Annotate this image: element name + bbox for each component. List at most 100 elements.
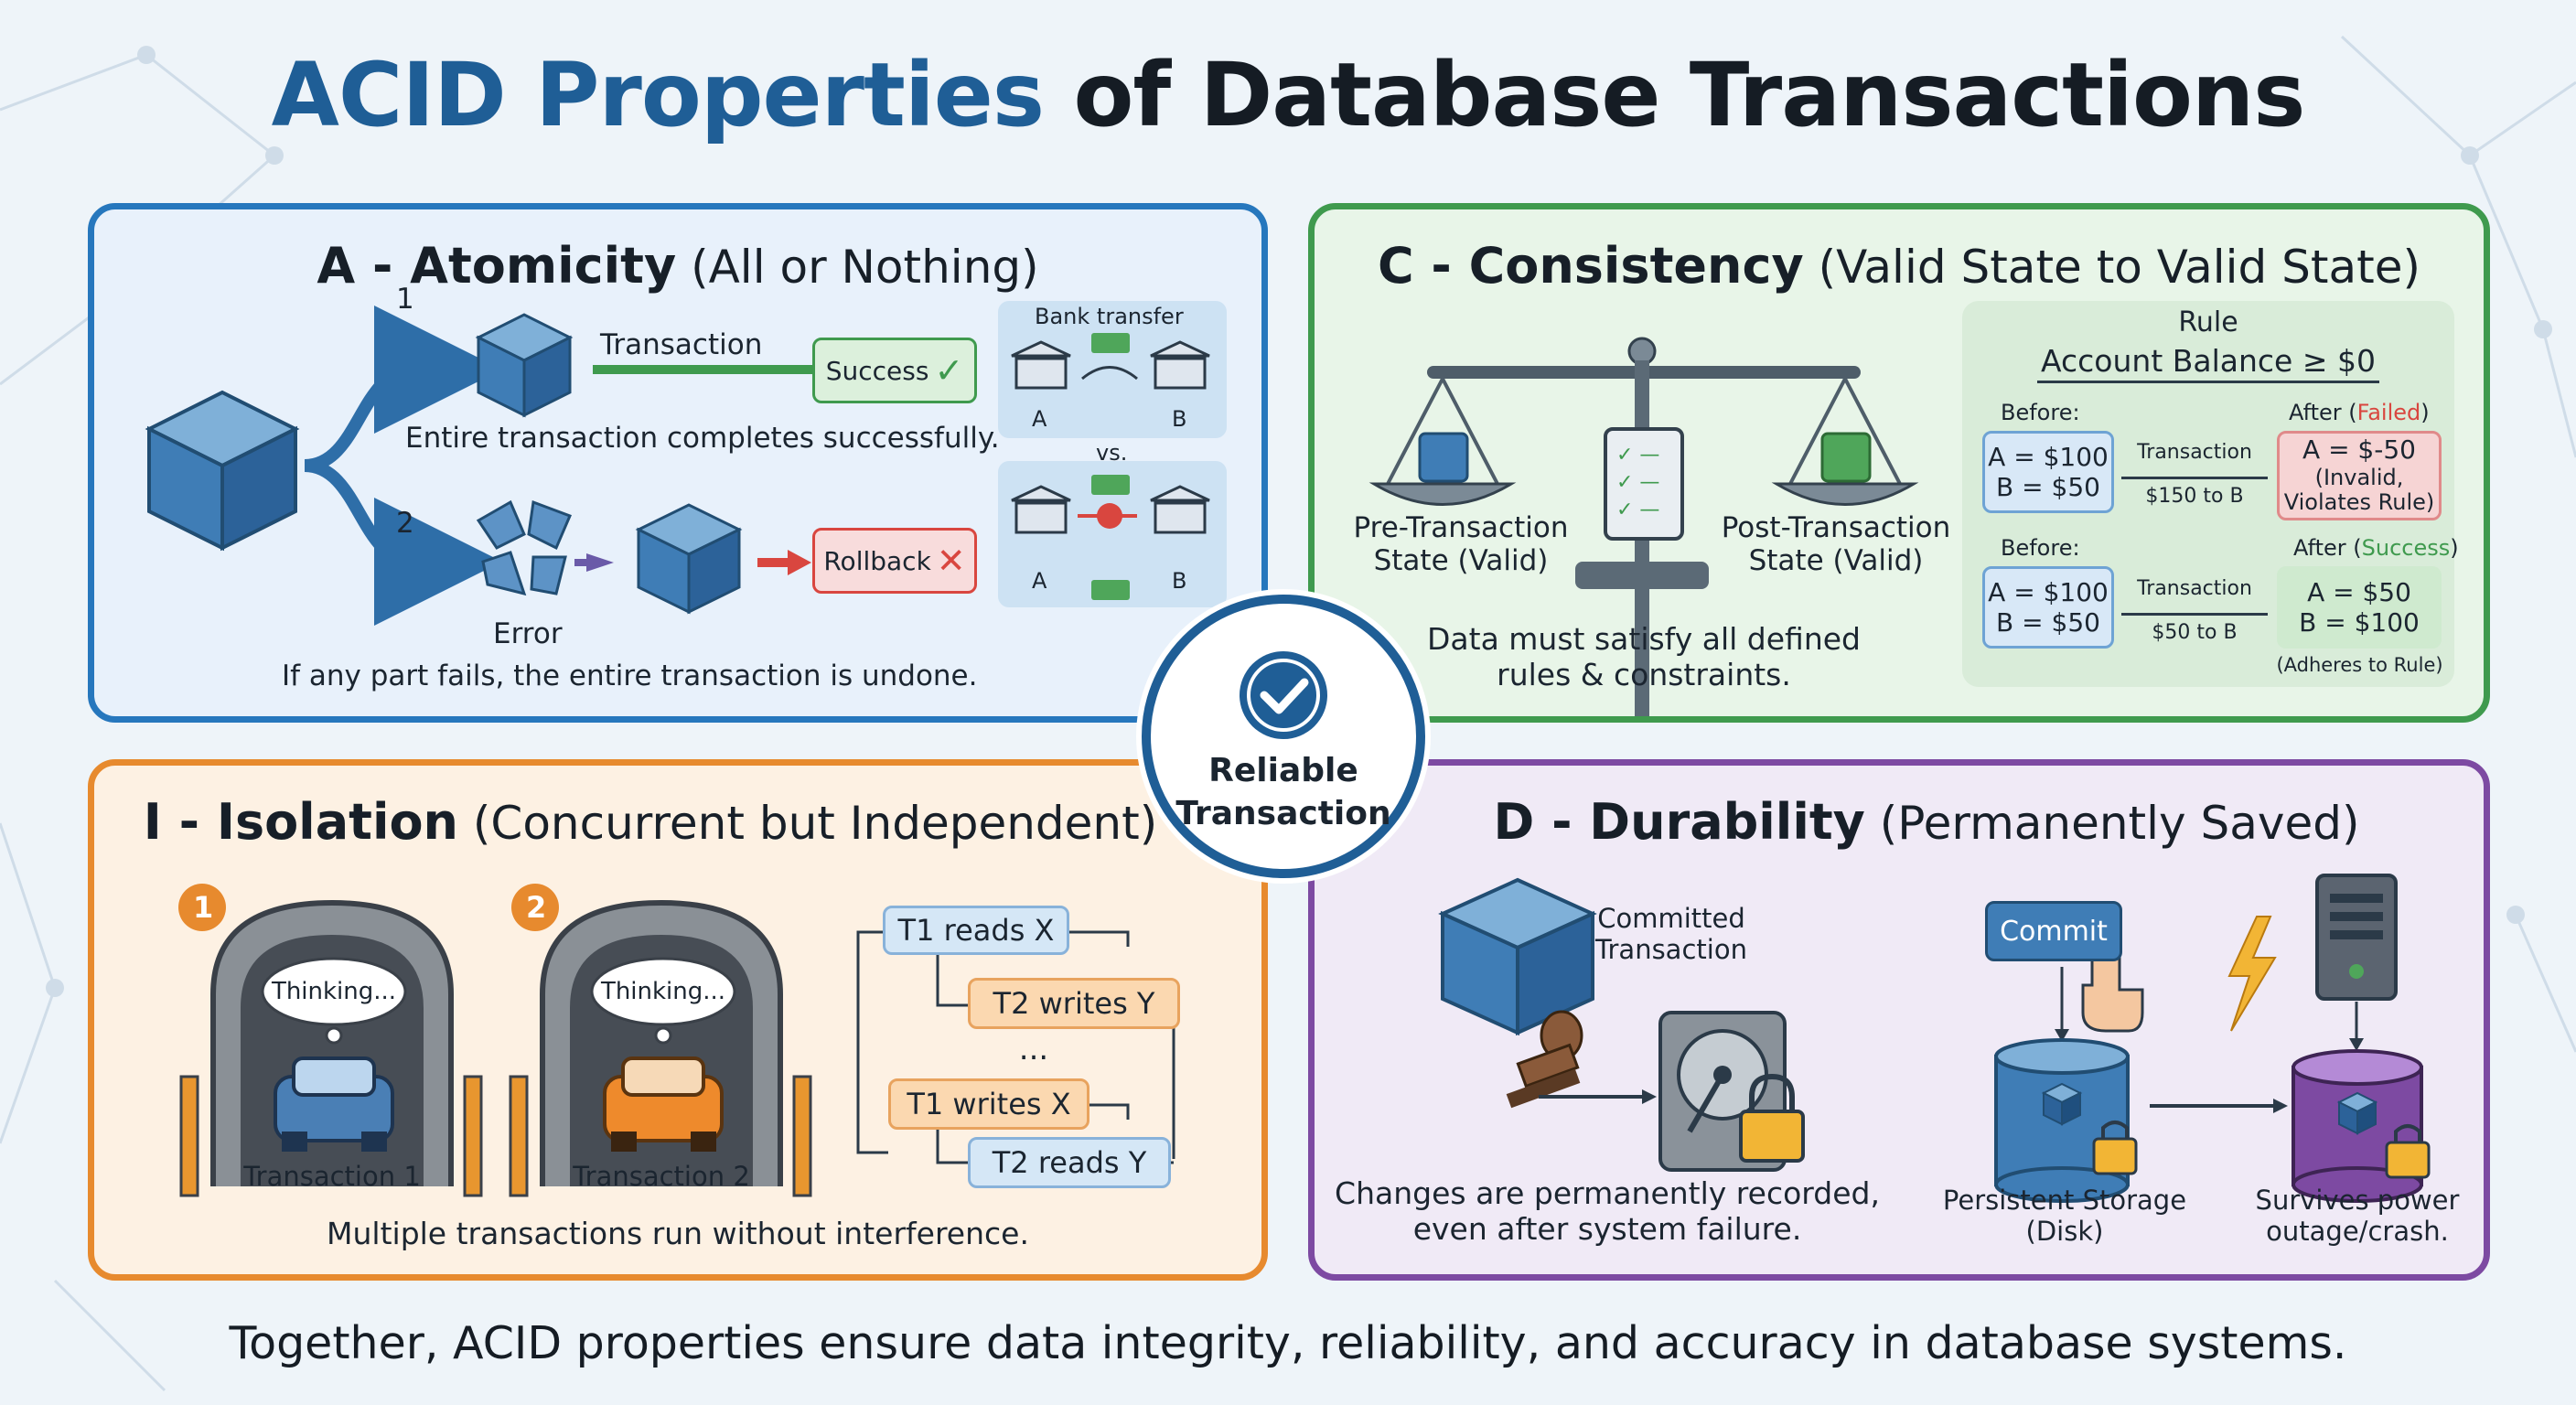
title-highlight: ACID Properties xyxy=(271,44,1045,146)
transaction-1-caption: Transaction 1 xyxy=(243,1161,421,1192)
bank-transfer-card xyxy=(998,301,1227,438)
title-rest: of Database Transactions xyxy=(1073,44,2305,146)
atomicity-heading-sub: (All or Nothing) xyxy=(691,241,1039,294)
consistency-caption-line2: rules & constraints. xyxy=(1497,657,1791,692)
step-2-label: 2 xyxy=(396,507,414,540)
isolation-panel: I - Isolation (Concurrent but Independen… xyxy=(88,759,1268,1281)
thinking-2: Thinking... xyxy=(600,978,726,1005)
svg-text:✓ —: ✓ — xyxy=(1616,499,1659,521)
svg-text:✓ —: ✓ — xyxy=(1616,444,1659,467)
step-t1-reads-x: T1 reads X xyxy=(883,906,1069,955)
before-balance-2: A = $100 B = $50 xyxy=(1982,566,2114,649)
atomicity-heading: A - Atomicity (All or Nothing) xyxy=(94,237,1261,295)
atomicity-heading-main: A - Atomicity xyxy=(317,237,677,295)
step-t2-writes-y: T2 writes Y xyxy=(968,978,1180,1029)
check-icon: ✓ xyxy=(934,350,964,391)
bank-a-label: A xyxy=(1032,406,1047,432)
consistency-heading-main: C - Consistency xyxy=(1377,237,1804,295)
before-balance-1: A = $100 B = $50 xyxy=(1982,431,2114,513)
error-label: Error xyxy=(493,617,563,650)
money-icon xyxy=(1091,333,1130,600)
tx-1-amount: $150 to B xyxy=(2145,485,2244,508)
bank-b-icon xyxy=(1150,340,1210,534)
server-icon xyxy=(2315,874,2398,1001)
before-label-2: Before: xyxy=(2001,535,2080,561)
badge-line1: Reliable xyxy=(1208,752,1358,789)
commit-button[interactable]: Commit xyxy=(1985,901,2122,961)
after-2-b: B = $100 xyxy=(2299,607,2420,638)
source-cube-icon xyxy=(145,390,300,552)
lock-icon xyxy=(1739,1073,1805,1163)
storage-line1: Persistent Storage xyxy=(1942,1185,2187,1216)
adheres-note: (Adheres to Rule) xyxy=(2276,654,2443,676)
bank-a-label-2: A xyxy=(1032,568,1047,594)
vs-label: vs. xyxy=(1096,440,1128,466)
after-1-prefix: After ( xyxy=(2289,400,2357,425)
after-2-suffix: ) xyxy=(2450,535,2459,561)
durability-caption-line1: Changes are permanently recorded, xyxy=(1335,1175,1880,1211)
transaction-2-caption: Transaction 2 xyxy=(573,1161,750,1192)
svg-text:✓ —: ✓ — xyxy=(1616,471,1659,494)
transaction-2-label: Transaction $50 to B xyxy=(2121,577,2268,644)
isolation-heading: I - Isolation (Concurrent but Independen… xyxy=(94,793,1234,851)
consistency-heading: C - Consistency (Valid State to Valid St… xyxy=(1315,237,2484,295)
durability-panel: D - Durability (Permanently Saved) xyxy=(1308,759,2490,1281)
transaction-label: Transaction xyxy=(600,328,763,361)
after-result-success: A = $50 B = $100 xyxy=(2277,566,2442,649)
lightning-icon xyxy=(2227,916,2277,1032)
rule-text-value: Account Balance ≥ $0 xyxy=(2037,343,2379,383)
rollback-badge: Rollback ✕ xyxy=(812,528,977,594)
step-t2-reads-y: T2 reads Y xyxy=(968,1137,1171,1188)
cross-icon: ✕ xyxy=(936,541,966,581)
committed-line2: Transaction xyxy=(1595,934,1747,965)
rule-title: Rule xyxy=(2178,306,2238,338)
database-blue-icon xyxy=(1994,1038,2138,1203)
post-state-label: Post-Transaction State (Valid) xyxy=(1708,511,1964,577)
before-2-b: B = $50 xyxy=(1996,607,2100,638)
step-1-label: 1 xyxy=(396,283,414,316)
tunnel-1-number: 1 xyxy=(193,890,214,925)
post-state-line2: State (Valid) xyxy=(1748,544,1924,577)
step-dots: ... xyxy=(1018,1031,1049,1067)
persistent-storage-label: Persistent Storage (Disk) xyxy=(1918,1185,2211,1247)
blue-car-icon xyxy=(274,1056,394,1152)
bank-b-label-2: B xyxy=(1172,568,1187,594)
durability-caption-line2: even after system failure. xyxy=(1412,1211,1802,1247)
orange-car-icon xyxy=(603,1056,724,1152)
before-2-a: A = $100 xyxy=(1988,577,2109,607)
fail-caption: If any part fails, the entire transactio… xyxy=(282,660,978,692)
after-1-status: Failed xyxy=(2356,400,2421,425)
after-1-value: A = $-50 xyxy=(2302,434,2416,466)
isolation-diagram xyxy=(178,884,1175,1197)
broken-cube-icon xyxy=(476,499,572,596)
success-caption: Entire transaction completes successfull… xyxy=(405,422,1000,455)
database-purple-icon xyxy=(2292,1049,2431,1203)
tunnel-1-icon xyxy=(179,899,483,1197)
consistency-caption-line1: Data must satisfy all defined xyxy=(1427,621,1861,657)
tx-2-amount: $50 to B xyxy=(2152,621,2238,644)
committed-label: Committed Transaction xyxy=(1580,903,1763,965)
thought-bubble-2-icon xyxy=(590,957,736,1026)
consistency-panel: C - Consistency (Valid State to Valid St… xyxy=(1308,203,2490,723)
before-label-1: Before: xyxy=(2001,400,2080,425)
storage-line2: (Disk) xyxy=(2025,1216,2104,1247)
pre-state-line2: State (Valid) xyxy=(1373,544,1549,577)
success-text: Success xyxy=(825,355,929,386)
isolation-heading-main: I - Isolation xyxy=(143,793,458,851)
durability-heading-sub: (Permanently Saved) xyxy=(1879,797,2360,850)
tx-1-title: Transaction xyxy=(2137,441,2252,464)
rule-text: Account Balance ≥ $0 xyxy=(1962,343,2454,383)
after-2-prefix: After ( xyxy=(2293,535,2362,561)
stamp-icon xyxy=(1506,1010,1583,1109)
pre-state-line1: Pre-Transaction xyxy=(1353,511,1569,544)
rollback-text: Rollback xyxy=(823,545,931,576)
bank-transfer-title: Bank transfer xyxy=(1035,304,1184,329)
page-title: ACID Properties of Database Transactions xyxy=(0,44,2576,146)
tunnel-2-icon xyxy=(509,899,812,1197)
bank-b-label: B xyxy=(1172,406,1187,432)
tx-2-title: Transaction xyxy=(2137,577,2252,600)
consistency-caption: Data must satisfy all defined rules & co… xyxy=(1369,621,1918,692)
committed-line1: Committed xyxy=(1597,903,1745,934)
after-1-note-a: (Invalid, xyxy=(2314,464,2404,490)
